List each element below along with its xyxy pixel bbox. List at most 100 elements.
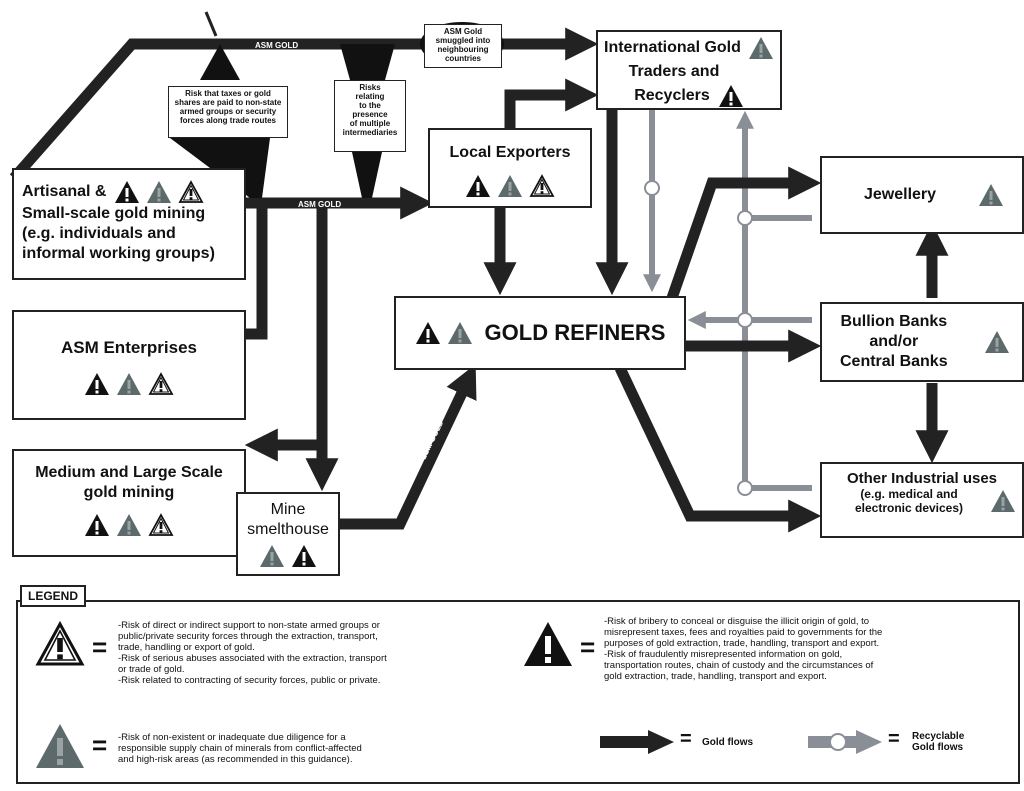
callout-intermediaries: Risks relating to the presence of multip… <box>334 80 406 152</box>
node-bullion-line2: and/or <box>869 333 919 350</box>
flow-refiners-to-jewellery <box>666 166 822 300</box>
flow-label-asm-gold-top: ASM GOLD <box>255 41 298 50</box>
legend-grey-risk-text: -Risk of non-existent or inadequate due … <box>118 732 362 765</box>
node-international-line3: Recyclers <box>634 87 710 104</box>
node-asm-enterprises-label: ASM Enterprises <box>60 338 198 357</box>
flow-tick <box>204 11 218 37</box>
node-mine-smelthouse-line1: Mine <box>270 501 306 518</box>
recycle-symbols <box>644 180 753 496</box>
legend-grey-l1: -Risk of non-existent or inadequate due … <box>118 732 346 743</box>
node-international-line2: Traders and <box>628 63 720 80</box>
grey-warning-icon <box>147 181 172 203</box>
outline-warning-icon <box>148 513 174 536</box>
grey-warning-icon <box>498 175 522 197</box>
recycle-icon <box>644 180 660 196</box>
legend-black-l5: transportation routes, chain of custody … <box>604 660 874 671</box>
grey-warning-icon <box>985 331 1009 353</box>
legend-gold-flow-arrow <box>600 730 674 754</box>
callout-taxes: Risk that taxes or gold shares are paid … <box>168 86 288 138</box>
node-bullion-line1: Bullion Banks <box>840 313 948 330</box>
node-artisanal-line4: informal working groups) <box>22 245 215 262</box>
legend-title: LEGEND <box>20 585 87 607</box>
flow-label-asm-gold-mid: ASM GOLD <box>298 200 341 209</box>
node-industrial-line2: (e.g. medical and <box>860 487 958 501</box>
black-warning-icon <box>85 514 109 536</box>
legend-outline-l5: or trade of gold. <box>118 664 185 675</box>
legend-outline-risk-text: -Risk of direct or indirect support to n… <box>118 620 387 686</box>
black-warning-icon <box>85 373 109 395</box>
legend-outline-l1: -Risk of direct or indirect support to n… <box>118 620 380 631</box>
callout-taxes-line1: Risk that taxes or gold <box>185 89 271 98</box>
callout-smuggled-line2: smuggled into <box>435 36 491 45</box>
black-warning-icon <box>718 85 743 107</box>
grey-warning-icon <box>447 322 472 344</box>
funnel-taxes-top <box>200 44 240 80</box>
callout-taxes-line2: shares are paid to non-state <box>174 98 282 107</box>
black-warning-icon <box>415 322 440 344</box>
legend-equals: = <box>92 730 108 760</box>
legend-black-l1: -Risk of bribery to conceal or disguise … <box>604 616 870 627</box>
node-local-exporters: Local Exporters <box>428 128 592 208</box>
legend-outline-l4: -Risk of serious abuses associated with … <box>118 653 387 664</box>
grey-warning-icon <box>117 373 141 395</box>
node-bullion-line3: Central Banks <box>840 353 948 370</box>
flow-smelthouse-to-refiners <box>340 364 477 530</box>
flow-enterprises-join <box>246 203 268 340</box>
node-industrial-line1: Other Industrial uses <box>846 470 998 487</box>
legend-black-risk-text: -Risk of bribery to conceal or disguise … <box>604 616 882 682</box>
black-warning-icon <box>115 181 140 203</box>
node-artisanal-line1: Artisanal & <box>22 183 107 200</box>
callout-intermediaries-line2: relating <box>355 92 385 101</box>
funnel-intermediaries-top <box>340 44 395 80</box>
recycle-icon <box>737 312 753 328</box>
legend-recyclable-line2: Gold flows <box>912 742 964 753</box>
legend-black-warning-icon <box>524 622 572 666</box>
recycle-icon <box>737 210 753 226</box>
node-medium-large-line2: gold mining <box>83 484 175 501</box>
legend-gold-flows-label: Gold flows <box>702 737 754 748</box>
node-artisanal-line2: Small-scale gold mining <box>22 205 206 222</box>
node-international-traders: International Gold Traders and Recyclers <box>596 30 782 110</box>
legend-recyclable-line1: Recyclable <box>912 731 965 742</box>
legend-recyclable-flow-arrow <box>808 730 882 754</box>
callout-smuggled-line1: ASM Gold <box>443 27 483 36</box>
callout-taxes-line4: forces along trade routes <box>179 116 277 125</box>
callout-intermediaries-line5: of multiple <box>349 119 391 128</box>
callout-intermediaries-line1: Risks <box>359 83 381 92</box>
grey-warning-icon <box>260 545 284 567</box>
legend-grey-l3: and high-risk areas (as recommended in t… <box>118 754 353 765</box>
node-industrial-uses: Other Industrial uses (e.g. medical and … <box>820 462 1024 538</box>
black-warning-icon <box>466 175 490 197</box>
grey-warning-icon <box>117 514 141 536</box>
node-medium-large-mining: Medium and Large Scale gold mining <box>12 449 246 557</box>
legend-outline-warning-icon <box>35 620 85 666</box>
recycle-icon <box>737 480 753 496</box>
callout-smuggled-line3: neighbouring <box>437 45 489 54</box>
callout-smuggled-line4: countries <box>444 54 481 63</box>
outline-warning-icon <box>178 180 204 203</box>
black-warning-icon <box>292 545 316 567</box>
gold-flows <box>9 27 949 533</box>
legend-grey-l2: responsible supply chain of minerals fro… <box>118 743 362 754</box>
node-jewellery-label: Jewellery <box>864 186 937 203</box>
node-bullion-banks: Bullion Banks and/or Central Banks <box>820 302 1024 382</box>
legend-equals: = <box>888 728 900 750</box>
grey-warning-icon <box>749 37 773 59</box>
node-artisanal-mining: Artisanal & Small-scale gold mining (e.g… <box>12 168 246 280</box>
callout-intermediaries-line4: presence <box>352 110 388 119</box>
node-asm-enterprises: ASM Enterprises <box>12 310 246 420</box>
node-mine-smelthouse-line2: smelthouse <box>247 521 329 538</box>
legend-black-l4: -Risk of fraudulently misrepresented inf… <box>604 649 843 660</box>
node-jewellery: Jewellery <box>820 156 1024 234</box>
node-local-exporters-label: Local Exporters <box>449 144 571 161</box>
node-gold-refiners-label: GOLD REFINERS <box>484 320 666 345</box>
legend-black-l3: purposes of gold extraction, trade, hand… <box>604 638 880 649</box>
legend-equals: = <box>680 728 692 750</box>
outline-warning-icon <box>148 372 174 395</box>
legend <box>16 600 1020 784</box>
node-medium-large-line1: Medium and Large Scale <box>35 464 223 481</box>
flow-refiners-to-industrial <box>615 365 822 533</box>
legend-equals: = <box>92 632 108 662</box>
callout-intermediaries-line3: to the <box>359 101 381 110</box>
legend-equals: = <box>580 632 596 662</box>
